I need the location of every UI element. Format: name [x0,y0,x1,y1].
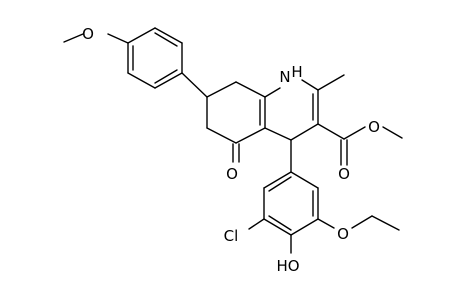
bond [263,171,292,189]
methoxyphenyl-ring [127,27,183,89]
bond [127,72,156,89]
bond [248,218,265,230]
bond [317,218,335,229]
bond [264,87,281,98]
hydroxyl-label: HO [276,257,299,275]
bond [290,218,319,236]
bond [301,79,319,91]
bond [235,81,266,98]
bond [154,69,178,84]
chlorine-label: Cl [224,227,239,245]
bond [181,72,208,98]
bond [154,27,183,44]
ketone-oxygen-label: O [226,165,238,183]
bond [107,33,129,44]
bond [317,74,345,91]
ethoxy-oxygen-label: O [337,225,349,243]
bond [263,218,292,236]
bond [268,215,292,231]
methoxy-oxygen-label: O [82,25,94,43]
bond [290,171,319,189]
bond [290,123,319,141]
bond [63,33,84,43]
bond [382,126,403,139]
bond [371,215,400,231]
hydroxyphenyl-ring [263,171,319,236]
bond [268,176,292,192]
bond [235,127,266,144]
nitrogen-hydrogen-label: H [291,63,302,81]
ester-ether-oxygen-label: O [368,118,380,136]
dihydropyridine-ring [264,79,319,141]
bond [154,72,183,89]
bond [264,127,292,141]
nitrogen-label: N [279,68,290,86]
bond [206,127,237,144]
bond [351,215,373,229]
cyclohexenone-ring [206,81,266,144]
bond [317,123,345,140]
bond [154,32,178,47]
ester-carbonyl-oxygen-label: O [338,165,350,183]
bond [206,81,237,98]
bond [343,126,366,140]
bond [127,27,156,44]
